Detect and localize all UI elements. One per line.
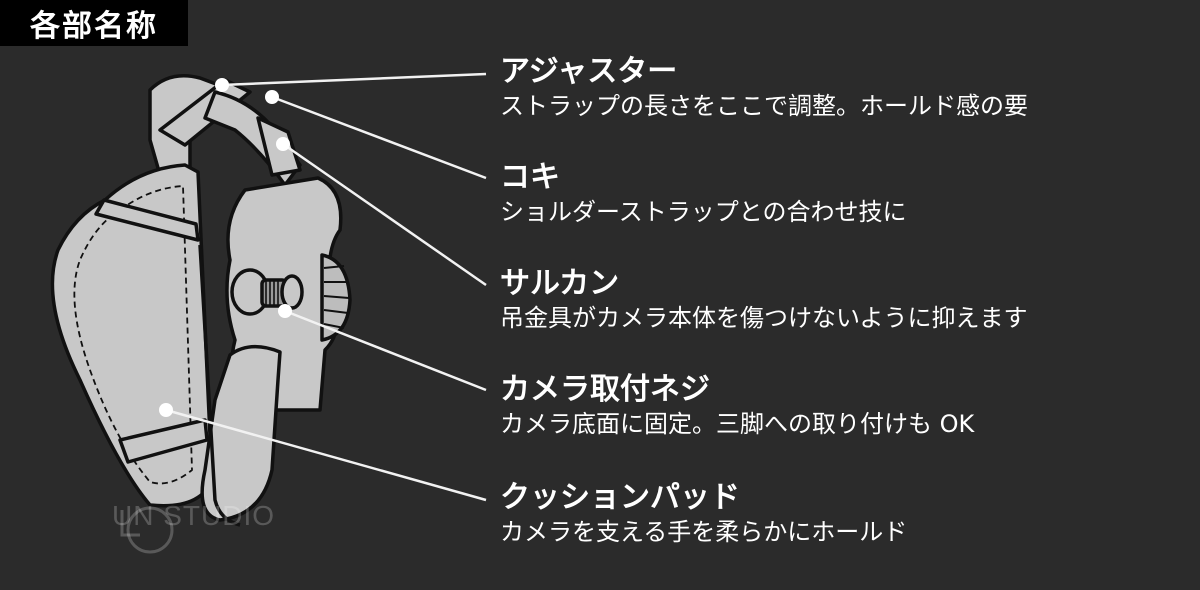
leader-line-screw [284,309,487,392]
part-sarukan: サルカン 吊金具がカメラ本体を傷つけないように抑えます [500,266,1028,334]
part-name: クッションパッド [500,480,740,515]
part-description: カメラを支える手を柔らかにホールド [500,518,908,546]
strap-loop [200,345,282,522]
marker-dot-screw [278,304,292,318]
part-description: ストラップの長さをここで調整。ホールド感の要 [500,92,1028,120]
part-name: コキ [500,160,560,195]
marker-dot-adjuster [215,78,229,92]
part-description: カメラ底面に固定。三脚への取り付けも OK [500,410,975,438]
part-koki: コキ ショルダーストラップとの合わせ技に [500,160,907,228]
marker-dot-sarukan [276,137,290,151]
marker-dot-koki [265,90,279,104]
part-description: 吊金具がカメラ本体を傷つけないように抑えます [500,304,1028,332]
watermark-text: UN STUDIO [112,500,275,531]
page-title: 各部名称 [30,9,158,44]
part-name: アジャスター [500,54,678,89]
leader-line-adjuster [221,72,487,87]
part-name: サルカン [500,266,620,301]
part-adjuster: アジャスター ストラップの長さをここで調整。ホールド感の要 [500,54,1028,122]
part-camera-screw: カメラ取付ネジ カメラ底面に固定。三脚への取り付けも OK [500,372,974,440]
cushion-pad [50,163,214,508]
watermark-logo-icon [120,506,174,554]
title-badge: 各部名称 [0,0,188,46]
leader-line-koki [271,95,487,180]
part-cushion-pad: クッションパッド カメラを支える手を柔らかにホールド [500,480,907,548]
part-name: カメラ取付ネジ [500,372,710,407]
part-description: ショルダーストラップとの合わせ技に [500,198,907,226]
marker-dot-cushion [159,403,173,417]
leader-line-cushion [165,408,487,502]
leader-line-sarukan [282,142,487,287]
